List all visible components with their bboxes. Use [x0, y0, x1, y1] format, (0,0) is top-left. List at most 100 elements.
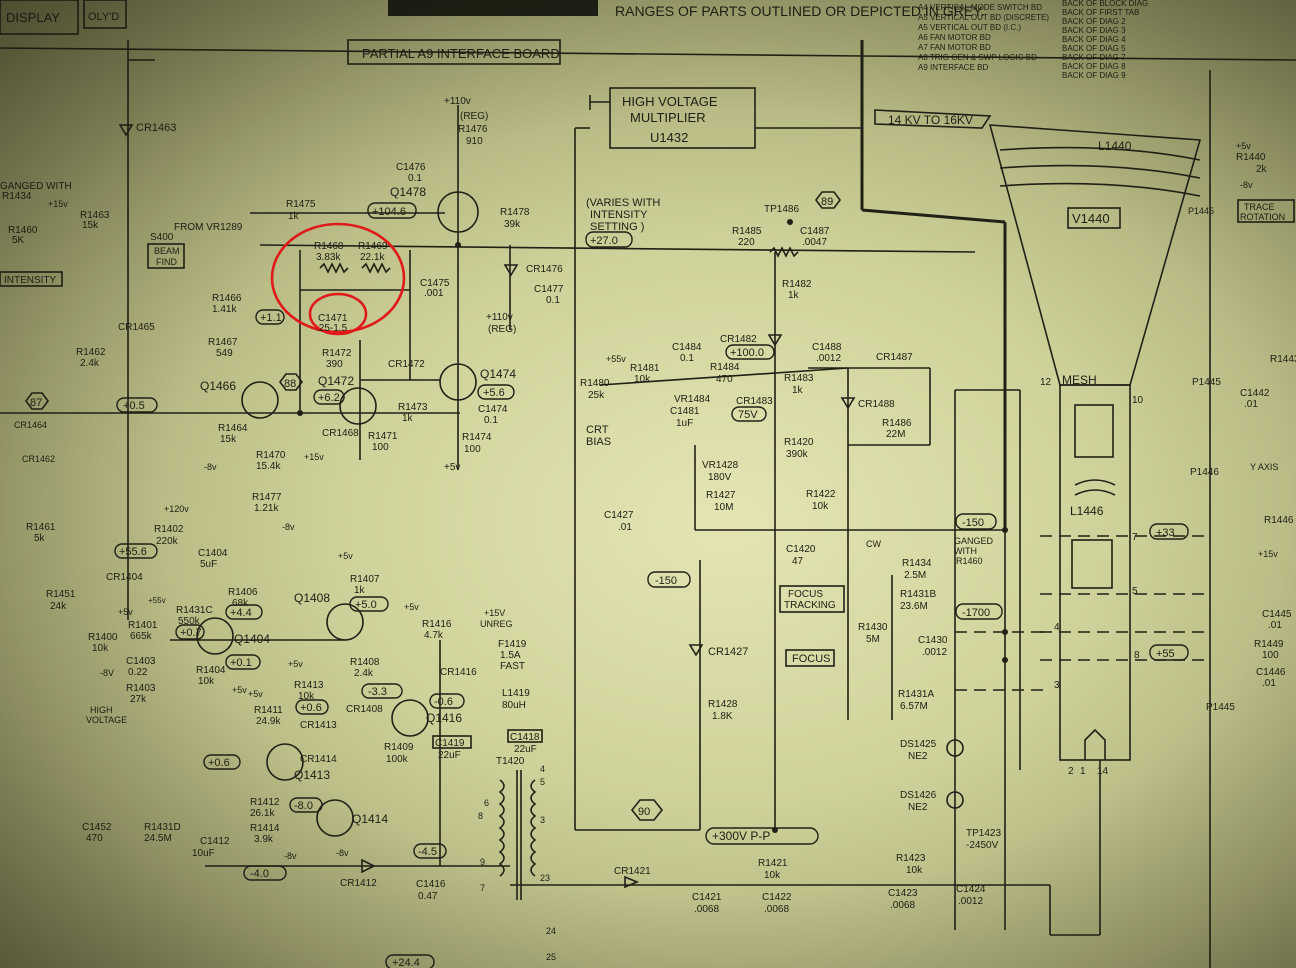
label-r1463-val: 15k: [82, 220, 99, 231]
label-tp1423-val: -2450V: [966, 840, 999, 851]
voltage-4-4: +4.4: [230, 607, 252, 619]
label-tp1486: TP1486: [764, 204, 799, 215]
label-r1407-val: 1k: [354, 585, 366, 596]
voltage-1-1: +1.1: [260, 312, 282, 324]
label-r1408: R1408: [350, 657, 380, 668]
voltage-300pp: +300V P-P: [712, 829, 770, 843]
s400-label: S400: [150, 232, 174, 243]
label-r1475-val: 1k: [288, 211, 300, 222]
label-5v: +5v: [1236, 141, 1251, 151]
cathode-line: [259, 244, 976, 253]
label-c1476-val: 0.1: [408, 173, 422, 184]
label-r1463: R1463: [80, 210, 110, 221]
hv-title2: MULTIPLIER: [630, 110, 706, 125]
ds1426-symbol: [946, 791, 964, 809]
voltage-m1700: -1700: [962, 607, 990, 619]
voltage-6-2: +6.2: [318, 392, 340, 404]
cr1488-symbol: [840, 397, 856, 410]
voltage-0-1: +0.1: [230, 657, 252, 669]
label-r1477: R1477: [252, 492, 282, 503]
label-r1431d-val: 24.5M: [144, 833, 172, 844]
label-r1451-val: 24k: [50, 601, 67, 612]
label-c1475: C1475: [420, 278, 450, 289]
label-r1434-val: 2.5M: [904, 570, 926, 581]
label-varies: (VARIES WITH: [586, 197, 660, 209]
label-cw: CW: [866, 539, 881, 549]
voltage-5-0: +5.0: [355, 599, 377, 611]
tp-88-label: 88: [284, 378, 296, 390]
r1468-symbol: [319, 262, 349, 274]
label-cr1427: CR1427: [708, 646, 748, 658]
voltage-m3-3: -3.3: [368, 686, 387, 698]
label-y-axis: Y AXIS: [1250, 462, 1278, 472]
pin-label: 8: [1134, 650, 1140, 661]
label-r1422-val: 10k: [812, 501, 829, 512]
label-ne2: NE2: [908, 751, 928, 762]
label-q1404: Q1404: [234, 632, 270, 646]
pin-label: 23: [540, 873, 550, 883]
label-15v: +15v: [304, 452, 324, 462]
pin-label: 2: [1068, 766, 1074, 777]
trace-label: TRACE: [1244, 202, 1275, 212]
label-r1406-val: 68k: [232, 598, 249, 609]
q1416-symbol: [391, 699, 429, 737]
label-r1449: R1449: [1254, 639, 1284, 650]
pin-label: 14: [1097, 766, 1109, 777]
label-r1401-val: 665k: [130, 631, 153, 642]
hv-range-tag: [874, 109, 992, 129]
label-varies: INTENSITY: [590, 209, 648, 221]
label-c1484-val: 0.1: [680, 353, 694, 364]
label-r1406: R1406: [228, 587, 258, 598]
label-c1446: C1446: [1256, 667, 1286, 678]
label-r1408-val: 2.4k: [354, 668, 374, 679]
label-110v: +110v: [444, 96, 471, 107]
label-r1431b-val: 23.6M: [900, 601, 928, 612]
label-p1445: P1445: [1188, 206, 1214, 216]
label-c1452-val: 470: [86, 833, 103, 844]
label-r1478: R1478: [500, 207, 530, 218]
tp-89: [815, 191, 841, 209]
v-tag: [1149, 523, 1189, 540]
label-c1403-val: 0.22: [128, 667, 148, 678]
pin-label: 8: [478, 811, 483, 821]
crt-gun: [1074, 404, 1114, 458]
label-ganged2: R1460: [956, 556, 983, 566]
label-r1466-val: 1.41k: [212, 304, 237, 315]
label-high-voltage: HIGH: [90, 705, 113, 715]
label-c1445-val: .01: [1268, 620, 1282, 631]
label-m8v: -8v: [1240, 180, 1253, 190]
label-r1409: R1409: [384, 742, 414, 753]
cr1421-symbol: [624, 875, 640, 889]
label-p1445: P1445: [1206, 702, 1235, 713]
v-tag: [955, 603, 1003, 620]
label-r1464: R1464: [218, 423, 248, 434]
l1446-coil: [1074, 479, 1116, 496]
label-m8v: -8v: [282, 522, 295, 532]
label-r1402-val: 220k: [156, 536, 179, 547]
t1420-primary: [498, 779, 505, 877]
label-r1401: R1401: [128, 620, 158, 631]
label-cr1412: CR1412: [340, 878, 377, 889]
board-list-item: A6 FAN MOTOR BD: [918, 33, 991, 42]
label-c1471: C1471: [318, 313, 348, 324]
header-note: RANGES OF PARTS OUTLINED OR DEPICTED IN …: [615, 3, 985, 19]
components: [118, 124, 1008, 900]
label-r1427-val: 10M: [714, 502, 733, 513]
header-bar: [388, 0, 598, 16]
intensity-box: [0, 271, 63, 287]
q1478-symbol: [437, 191, 479, 233]
junction-dot: [297, 410, 303, 416]
label-r1403-val: 27k: [130, 694, 147, 705]
label-5v: +5v: [288, 659, 303, 669]
label-cr1472: CR1472: [388, 359, 425, 370]
q1413-symbol: [266, 743, 304, 781]
label-c1474-val: 0.1: [484, 415, 498, 426]
label-l1419-val: 80uH: [502, 700, 526, 711]
label-c1404: C1404: [198, 548, 228, 559]
label-5v: +5v: [444, 462, 460, 473]
tp-90-label: 90: [638, 806, 650, 818]
v-tag: [114, 543, 158, 559]
v-tag: [203, 754, 241, 770]
label-r1471: R1471: [368, 431, 398, 442]
